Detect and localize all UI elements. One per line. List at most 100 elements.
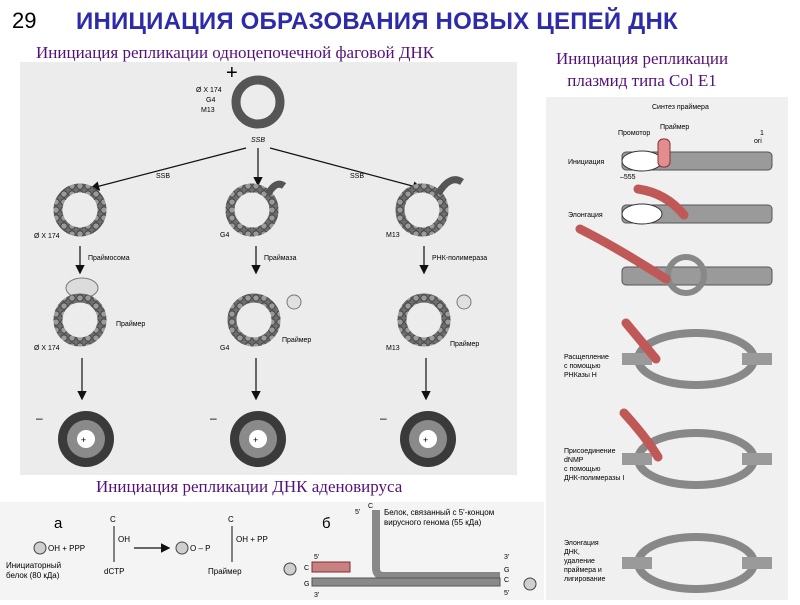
row3-label-m13: M13 bbox=[386, 345, 400, 352]
plasmid-replication-figure: Синтез праймера Промотор Праймер 1 ori И… bbox=[546, 97, 788, 600]
text-3prime-left: 3' bbox=[314, 592, 319, 599]
ssb-circle-m13 bbox=[395, 183, 449, 237]
step-joining-2: dNMP bbox=[564, 457, 584, 464]
label-ssb-top: SSB bbox=[251, 137, 265, 144]
text-5prime-left: 5' bbox=[314, 554, 319, 561]
init-protein-ball bbox=[33, 541, 47, 555]
step-cleavage-1: Расщепление bbox=[564, 354, 609, 361]
slide-number: 29 bbox=[12, 8, 37, 33]
ssdna-circle bbox=[231, 75, 285, 129]
text-3prime-right: 3' bbox=[504, 554, 509, 561]
bubble-step6 bbox=[634, 533, 758, 593]
ds-ring-3 bbox=[400, 411, 456, 467]
row3-label-g4: G4 bbox=[220, 345, 229, 352]
step-joining-1: Присоединение bbox=[564, 448, 616, 455]
phage-diagram: + Ø X 174 G4 M13 SSB SSB SSB Ø X 174 G4 … bbox=[34, 62, 487, 467]
adeno-replication-figure: а б OH + PPP C OH dCTP O – P C OH + PP П… bbox=[0, 502, 544, 600]
label-m13: M13 bbox=[201, 107, 215, 114]
step-elongation: Элонгация bbox=[568, 212, 603, 219]
duplex-left-step5 bbox=[622, 453, 652, 465]
hairpin-m13 bbox=[434, 176, 464, 196]
label-primer: Праймер bbox=[660, 123, 689, 131]
text-g-left: G bbox=[304, 581, 309, 588]
step-final-5: лигирование bbox=[564, 576, 606, 583]
new-strand-primer bbox=[311, 561, 351, 573]
row3-primer-g4: Праймер bbox=[282, 336, 311, 344]
hairpin-g4 bbox=[264, 180, 287, 196]
promoter-ellipse-2 bbox=[621, 203, 663, 225]
plasmid-caption: Инициация репликации плазмид типа Col E1 bbox=[556, 48, 728, 92]
top-plus-sign: + bbox=[226, 62, 238, 84]
label-b: б bbox=[322, 515, 331, 532]
plus-2: + bbox=[253, 435, 258, 445]
primer-rna-2 bbox=[633, 184, 689, 220]
plus-3: + bbox=[423, 435, 428, 445]
text-protein-desc-1: Белок, связанный с 5'-концом bbox=[384, 508, 494, 517]
label-ori: ori bbox=[754, 138, 762, 145]
ds-ring-2 bbox=[230, 411, 286, 467]
text-5prime-right: 5' bbox=[504, 590, 509, 597]
ssb-circle-g4 bbox=[225, 183, 279, 237]
text-oh-pp: OH + PP bbox=[236, 535, 268, 544]
text-g-right: G bbox=[504, 567, 509, 574]
step-final-4: праймера и bbox=[564, 566, 602, 574]
adeno-diagram: а б OH + PPP C OH dCTP O – P C OH + PP П… bbox=[6, 503, 537, 599]
ds-ring-1 bbox=[58, 411, 114, 467]
step-cleavage-3: РНКазы Н bbox=[564, 372, 597, 379]
primed-circle-phix bbox=[53, 293, 107, 347]
minus-2: – bbox=[210, 411, 217, 425]
text-dctp: dCTP bbox=[104, 567, 124, 576]
primer-rna-3 bbox=[575, 224, 671, 284]
text-o-p: O – P bbox=[190, 544, 210, 553]
label-pos: –555 bbox=[620, 174, 636, 181]
viral-strand bbox=[372, 510, 500, 580]
step-cleavage-2: с помощью bbox=[564, 363, 601, 370]
row2-label-m13: M13 bbox=[386, 232, 400, 239]
duplex-right-step5 bbox=[742, 453, 772, 465]
primer-rna-4 bbox=[621, 318, 661, 364]
ssb-circle-phix bbox=[53, 183, 107, 237]
arrow-left bbox=[89, 147, 247, 191]
label-primosome: Праймосома bbox=[88, 254, 130, 262]
text-c-1: C bbox=[110, 515, 116, 524]
label-primase: Праймаза bbox=[264, 254, 297, 262]
slide-title: ИНИЦИАЦИЯ ОБРАЗОВАНИЯ НОВЫХ ЦЕПЕЙ ДНК bbox=[76, 8, 678, 35]
duplex-left-step4 bbox=[622, 353, 652, 365]
row3-label-phix: Ø X 174 bbox=[34, 345, 60, 352]
step-final-1: Элонгация bbox=[564, 540, 599, 547]
phage-replication-figure: + Ø X 174 G4 M13 SSB SSB SSB Ø X 174 G4 … bbox=[20, 62, 517, 475]
label-ori-num: 1 bbox=[760, 130, 764, 137]
label-phix: Ø X 174 bbox=[196, 87, 222, 94]
duplex-right-step6 bbox=[742, 557, 772, 569]
arrow-right bbox=[269, 147, 423, 191]
init-protein-ball-2 bbox=[175, 541, 189, 555]
text-c-2: C bbox=[228, 515, 234, 524]
text-primer: Праймер bbox=[208, 567, 242, 576]
text-oh-1: OH bbox=[118, 535, 130, 544]
step-joining-4: ДНК-полимеразы I bbox=[564, 475, 624, 482]
label-a: а bbox=[54, 515, 63, 532]
label-ssb-right: SSB bbox=[350, 173, 364, 180]
primed-circle-g4 bbox=[227, 293, 281, 347]
phage-caption: Инициация репликации одноцепочечной фаго… bbox=[36, 43, 435, 62]
step-final-3: удаление bbox=[564, 558, 595, 565]
row2-label-phix: Ø X 174 bbox=[34, 233, 60, 240]
text-c-3: C bbox=[368, 503, 373, 510]
protein-ball-right bbox=[523, 577, 537, 591]
label-promoter: Промотор bbox=[618, 130, 650, 137]
plasmid-diagram: Синтез праймера Промотор Праймер 1 ori И… bbox=[564, 103, 773, 593]
primase-blob bbox=[286, 294, 302, 310]
plasmid-caption-line1: Инициация репликации bbox=[556, 49, 729, 68]
label-rna-polymerase: РНК-полимераза bbox=[432, 255, 487, 262]
plasmid-caption-line2: плазмид типа Col E1 bbox=[567, 71, 717, 90]
label-g4: G4 bbox=[206, 97, 215, 104]
row3-primer-m13: Праймер bbox=[450, 340, 479, 348]
text-c-right: C bbox=[504, 577, 509, 584]
text-init-protein-2: белок (80 кДа) bbox=[6, 571, 60, 580]
promoter-ellipse bbox=[621, 150, 663, 172]
minus-1: – bbox=[36, 411, 43, 425]
step-initiation: Инициация bbox=[568, 159, 605, 166]
duplex-right-step4 bbox=[742, 353, 772, 365]
text-protein-desc-2: вирусного генома (55 кДа) bbox=[384, 518, 482, 527]
text-5prime-top: 5' bbox=[355, 509, 360, 516]
